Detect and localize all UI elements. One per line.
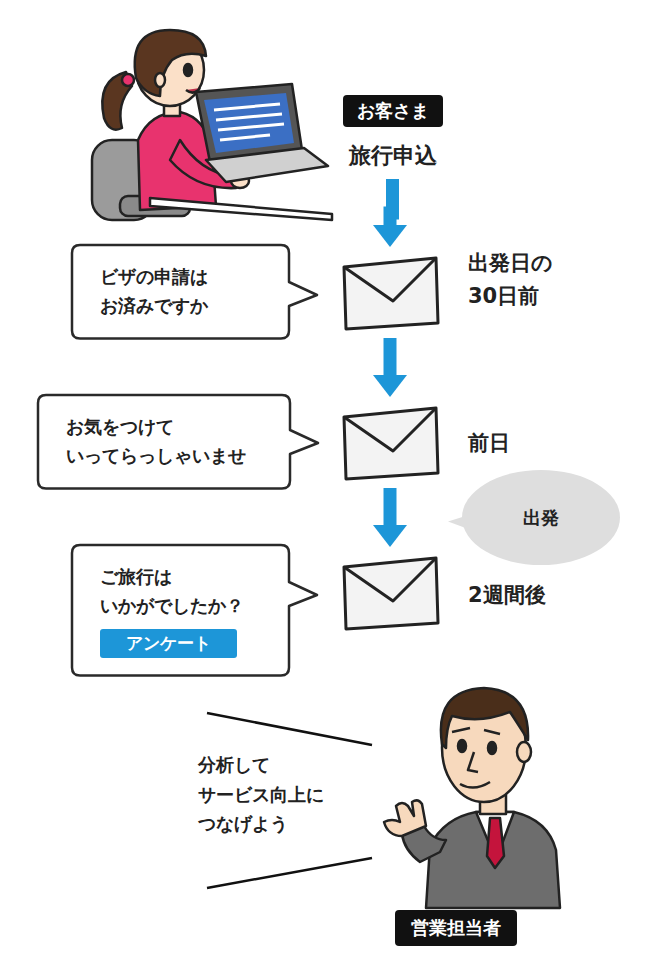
arrow-shaft <box>384 338 397 377</box>
ear <box>517 742 531 762</box>
hair <box>441 688 528 748</box>
screen-lines <box>214 104 284 140</box>
actor-tag: 営業担当者 <box>411 916 501 940</box>
bubble-path <box>72 245 317 339</box>
brows <box>452 728 500 734</box>
tie <box>487 818 504 868</box>
mouth <box>460 782 490 788</box>
timing-label: 前日 <box>468 427 510 460</box>
step-text: 旅行申込 <box>330 141 455 171</box>
actor-tag: お客さま <box>343 95 443 127</box>
bubble-path <box>38 395 318 489</box>
envelope-body <box>344 258 438 329</box>
envelope-flap <box>344 258 436 301</box>
flow-arrow <box>373 488 407 547</box>
envelope-flap <box>344 558 436 601</box>
timing-label: 2週間後 <box>468 579 546 612</box>
mail-envelope: 2週間後 <box>340 555 440 630</box>
sales-rep-illustration <box>384 688 560 908</box>
bubble-outline <box>72 245 289 339</box>
envelope-flap <box>344 408 436 451</box>
speech-line <box>207 858 372 888</box>
actor-label: お客さま旅行申込 <box>330 95 455 171</box>
envelope-shape <box>340 405 440 480</box>
arrow-head <box>373 225 407 247</box>
desk <box>150 198 332 220</box>
laptop-base <box>206 148 328 182</box>
arrow-head <box>373 525 407 547</box>
bubble-text: お気をつけて いってらっしゃいませ <box>66 413 266 471</box>
laptop-display <box>204 93 294 153</box>
button-text: アンケート <box>126 632 211 655</box>
event-bubble: 出発 <box>462 470 620 565</box>
bubble-text: ビザの申請は お済みですか <box>100 263 265 321</box>
arrow-shaft <box>384 488 397 527</box>
hand <box>384 800 426 836</box>
flow-arrow <box>373 179 407 247</box>
speech-bubble: ビザの申請は お済みですか <box>72 245 289 339</box>
flow-arrow <box>373 338 407 397</box>
arrow-shaft <box>390 179 393 227</box>
envelope-body <box>344 408 438 479</box>
envelope-shape <box>340 555 440 630</box>
event-text: 出発 <box>523 506 559 530</box>
bubble-path <box>72 545 317 676</box>
arrow-head <box>373 375 407 397</box>
speech-line <box>207 713 372 745</box>
ear <box>155 73 165 87</box>
suit <box>426 812 560 908</box>
oval-body <box>462 470 620 565</box>
hair-band <box>122 74 134 86</box>
envelope-body <box>344 558 438 629</box>
envelope-shape <box>340 255 440 330</box>
speech-bubble: ご旅行は いかがでしたか？ アンケート <box>72 545 289 676</box>
nose <box>468 752 478 772</box>
survey-button: アンケート <box>100 629 237 658</box>
eye <box>184 64 192 76</box>
eye <box>488 742 496 754</box>
hair <box>135 30 206 96</box>
speech-bubble: お気をつけて いってらっしゃいませ <box>38 395 290 489</box>
actor-label: 営業担当者 <box>395 910 517 946</box>
mail-envelope: 前日 <box>340 405 440 480</box>
mail-envelope: 出発日の 30日前 <box>340 255 440 330</box>
bubble-text: ご旅行は いかがでしたか？ <box>100 563 265 621</box>
timing-label: 出発日の 30日前 <box>468 247 564 312</box>
speech-text: 分析して サービス向上に つなげよう <box>198 750 338 839</box>
bubble-outline <box>38 395 290 489</box>
eye <box>458 740 466 752</box>
customer-illustration <box>92 30 332 220</box>
